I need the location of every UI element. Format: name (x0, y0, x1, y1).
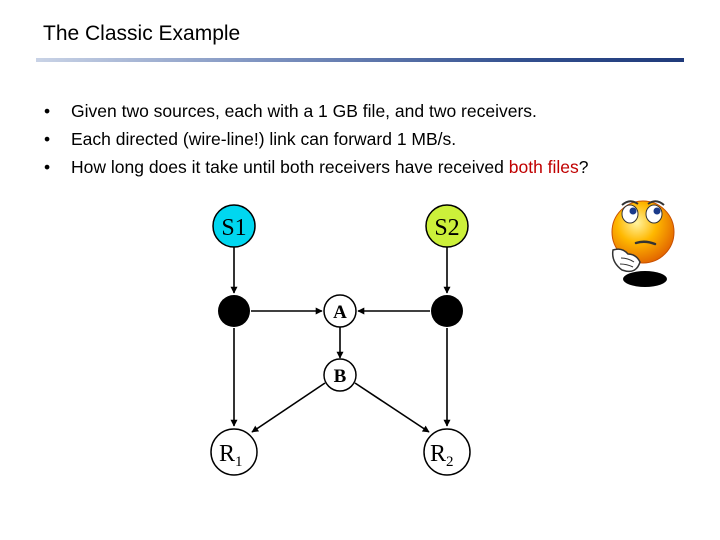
node-r2-circle (423, 428, 471, 476)
thinking-smiley-icon (611, 200, 675, 287)
relay-node-left (218, 295, 250, 327)
node-r1-subscript: 1 (235, 454, 243, 470)
edges (230, 247, 451, 433)
node-r2-label: R2 (430, 441, 454, 470)
slide-title: The Classic Example (43, 22, 241, 45)
node-r1-letter: R (219, 441, 235, 467)
bullet-marker: • (44, 101, 51, 121)
node-b-circle (323, 358, 357, 392)
bullet-text: How long does it take until both receive… (71, 157, 509, 177)
node-r2: R2 (423, 428, 471, 476)
smiley-eye-right (645, 204, 663, 224)
smiley-pupil-left (629, 207, 637, 215)
node-r1-circle (210, 428, 258, 476)
node-b-label: B (334, 366, 347, 387)
node-s1-label: S1 (221, 215, 246, 241)
node-r2-subscript: 2 (446, 454, 454, 470)
node-s2-label: S2 (434, 215, 459, 241)
smiley-eye-left (621, 204, 639, 224)
node-r2-letter: R (430, 441, 446, 467)
node-s1: S1 (212, 204, 256, 248)
node-s2-circle (425, 204, 469, 248)
edge-b-r1 (251, 382, 326, 433)
smiley-shadow (623, 271, 667, 287)
title-divider (36, 58, 684, 62)
bullet-item: • Given two sources, each with a 1 GB fi… (30, 97, 589, 125)
bullet-item: • How long does it take until both recei… (30, 153, 589, 181)
node-b: B (323, 358, 357, 392)
bullet-text: Given two sources, each with a 1 GB file… (71, 101, 537, 121)
smiley-mouth (634, 240, 657, 246)
node-a: A (323, 294, 357, 328)
node-s1-circle (212, 204, 256, 248)
smiley-fingers (619, 257, 635, 268)
bullet-marker: • (44, 157, 51, 177)
node-a-circle (323, 294, 357, 328)
smiley-pupil-right (653, 207, 661, 215)
bullet-highlight: both files (508, 157, 579, 177)
node-r1-label: R1 (219, 441, 243, 470)
smiley-brow-right (647, 200, 665, 206)
bullet-list: • Given two sources, each with a 1 GB fi… (30, 97, 589, 181)
smiley-brow-left (621, 200, 639, 206)
bullet-item: • Each directed (wire-line!) link can fo… (30, 125, 589, 153)
bullet-marker: • (44, 129, 51, 149)
node-r1: R1 (210, 428, 258, 476)
edge-b-r2 (354, 382, 430, 433)
bullet-text: Each directed (wire-line!) link can forw… (71, 129, 457, 149)
relay-node-right (431, 295, 463, 327)
node-s2: S2 (425, 204, 469, 248)
node-a-label: A (333, 302, 347, 323)
smiley-hand (611, 248, 641, 273)
bullet-text-end: ? (578, 157, 589, 177)
